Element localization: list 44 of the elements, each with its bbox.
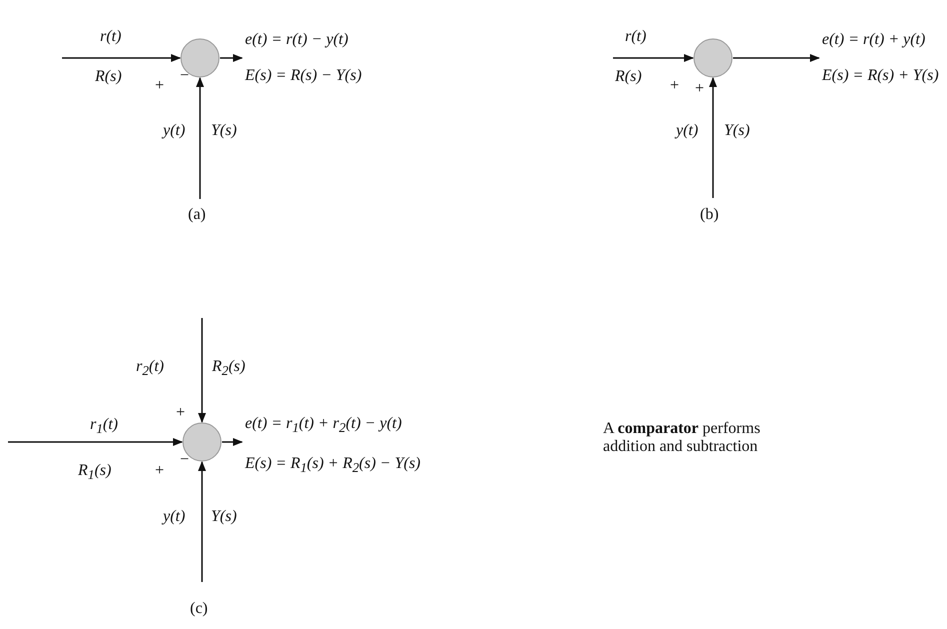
equation-label: e(t) = r(t) + y(t) bbox=[822, 31, 926, 49]
signal-label: r$_{1}$(t) bbox=[90, 416, 118, 438]
arrow bbox=[198, 318, 206, 423]
arrow bbox=[62, 54, 181, 62]
arrow bbox=[733, 54, 820, 62]
equation-label: E(s) = R(s) + Y(s) bbox=[822, 67, 939, 85]
signal-label: Y(s) bbox=[211, 508, 237, 526]
arrow bbox=[613, 54, 694, 62]
signal-label: y(t) bbox=[676, 122, 698, 140]
sign-label: + bbox=[176, 404, 186, 422]
summing-junction-circle bbox=[182, 422, 222, 462]
signal-label: r(t) bbox=[625, 28, 646, 46]
sign-label: + bbox=[155, 462, 164, 480]
signal-label: R(s) bbox=[95, 68, 122, 86]
sign-label: + bbox=[670, 77, 680, 95]
equation-label: E(s) = R(s) − Y(s) bbox=[245, 67, 362, 85]
note-text: A comparator performs addition and subtraction bbox=[603, 420, 762, 456]
arrow bbox=[220, 54, 243, 62]
panel-label: (a) bbox=[188, 206, 206, 224]
signal-label: y(t) bbox=[163, 508, 186, 526]
panel-label: (c) bbox=[190, 600, 208, 618]
signal-label: y(t) bbox=[163, 122, 186, 140]
arrow bbox=[222, 438, 243, 446]
signal-label: R(s) bbox=[615, 68, 642, 86]
sign-label: + bbox=[155, 77, 164, 95]
signal-label: Y(s) bbox=[211, 122, 237, 140]
signal-label: R$_{1}$(s) bbox=[78, 462, 112, 484]
arrow bbox=[198, 461, 206, 582]
arrow bbox=[709, 77, 717, 198]
arrow bbox=[196, 77, 204, 199]
sign-label: − bbox=[180, 451, 190, 469]
signal-label: Y(s) bbox=[724, 122, 750, 140]
arrow bbox=[8, 438, 183, 446]
summing-junction-circle bbox=[693, 38, 733, 78]
equation-label: e(t) = r(t) − y(t) bbox=[245, 31, 350, 49]
sign-label: − bbox=[180, 67, 190, 85]
panel-label: (b) bbox=[700, 206, 719, 224]
sign-label: + bbox=[695, 80, 704, 98]
summing-junction-circle bbox=[180, 38, 220, 78]
signal-label: r(t) bbox=[100, 28, 122, 46]
signal-label: R$_{2}$(s) bbox=[212, 358, 246, 380]
signal-label: r$_{2}$(t) bbox=[136, 358, 164, 380]
equation-label: e(t) = r$_{1}$(t) + r$_{2}$(t) − y(t) bbox=[245, 415, 403, 438]
equation-label: E(s) = R$_{1}$(s) + R$_{2}$(s) − Y(s) bbox=[245, 455, 420, 478]
